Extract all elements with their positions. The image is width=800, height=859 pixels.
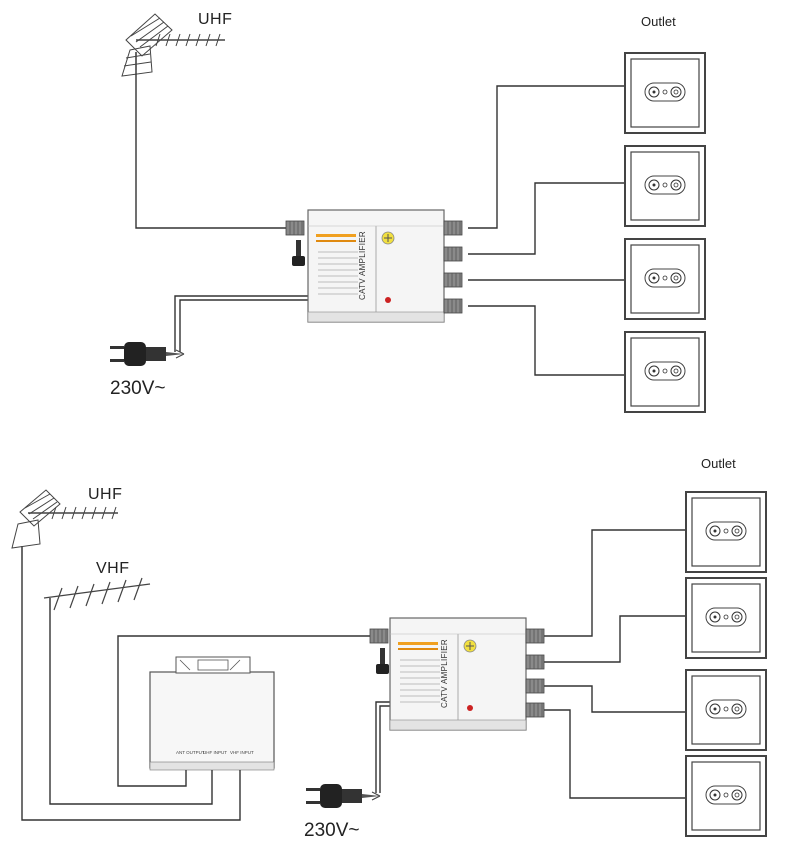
combiner-port-label: UHF INPUT xyxy=(203,750,227,755)
combiner-box xyxy=(149,656,275,771)
outlet-3 xyxy=(624,238,706,320)
amplifier-label: CATV AMPLIFIER xyxy=(440,639,449,708)
outlet-label: Outlet xyxy=(641,14,676,29)
outlet-4 xyxy=(624,331,706,413)
outlet-2 xyxy=(624,145,706,227)
power-voltage-label: 230V~ xyxy=(304,820,360,841)
catv-amplifier xyxy=(369,617,545,731)
power-plug-icon xyxy=(110,342,185,366)
outlet-4 xyxy=(685,755,767,837)
catv-amplifier xyxy=(285,209,463,323)
power-plug-icon xyxy=(306,784,381,808)
combiner-port-label: ANT OUTPUT xyxy=(176,750,205,755)
vhf-antenna-icon xyxy=(43,577,151,611)
amplifier-label: CATV AMPLIFIER xyxy=(358,231,367,300)
outlet-1 xyxy=(685,491,767,573)
uhf-label: UHF xyxy=(198,11,233,28)
vhf-label: VHF xyxy=(96,560,130,577)
outlet-2 xyxy=(685,577,767,659)
outlet-1 xyxy=(624,52,706,134)
uhf-antenna-icon xyxy=(11,489,118,560)
combiner-port-label: VHF INPUT xyxy=(230,750,254,755)
outlet-label: Outlet xyxy=(701,456,736,471)
uhf-antenna-icon xyxy=(121,13,225,77)
bottom-diagram xyxy=(11,489,767,837)
top-diagram xyxy=(110,13,706,413)
outlet-3 xyxy=(685,669,767,751)
power-voltage-label: 230V~ xyxy=(110,378,166,399)
uhf-label: UHF xyxy=(88,486,123,503)
